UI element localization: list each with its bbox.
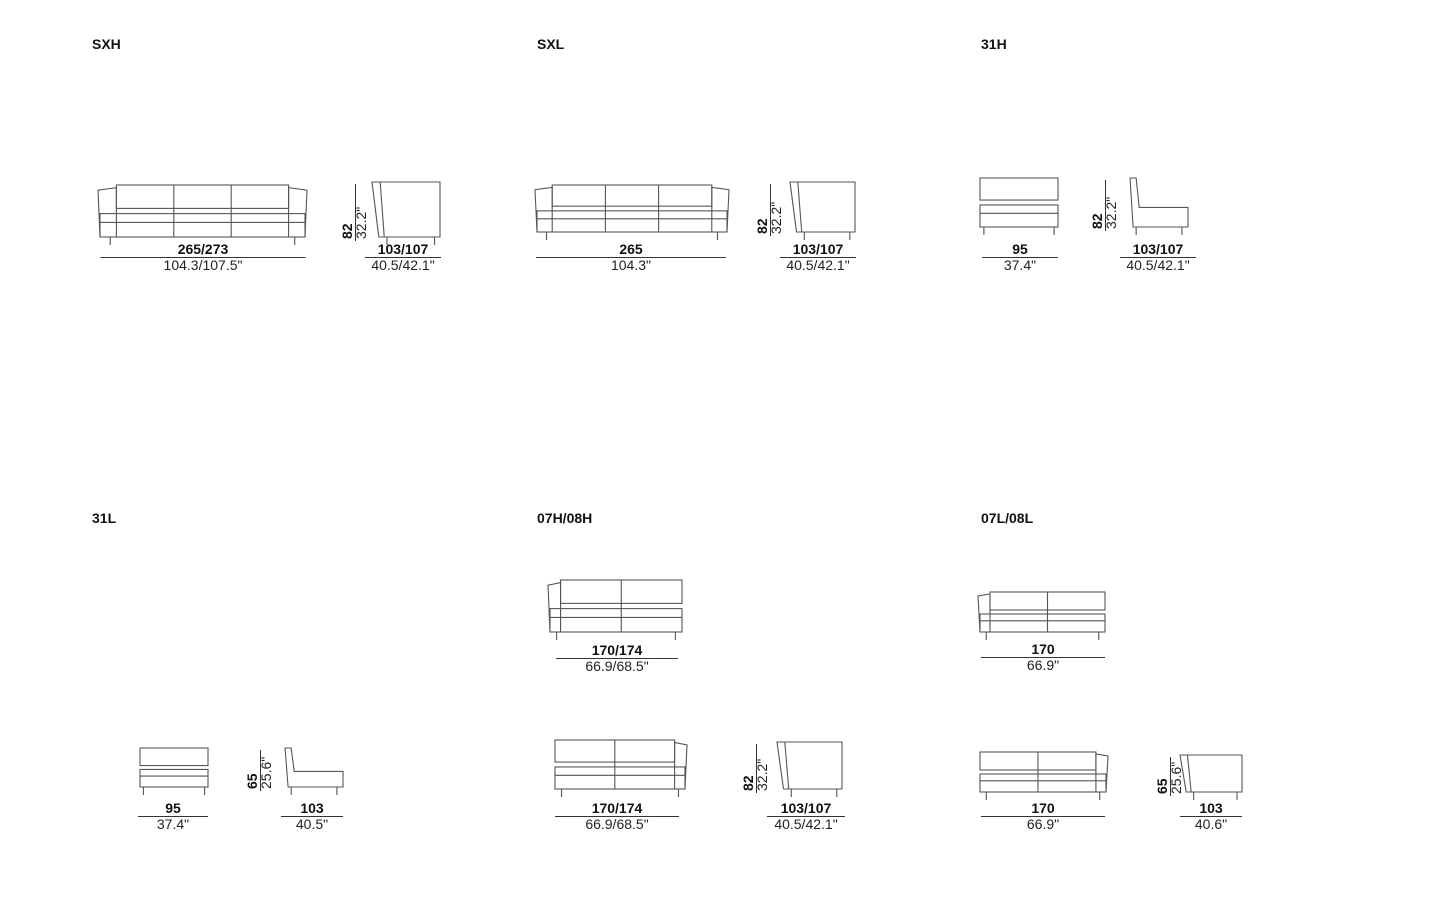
width-cm: 170 — [1031, 641, 1055, 657]
module-title: SXL — [537, 36, 565, 52]
width-inches: 40.6" — [1194, 816, 1228, 832]
chair-view-drawing — [139, 747, 209, 795]
width-inches: 66.9" — [1026, 816, 1060, 832]
dimension-line — [100, 257, 306, 258]
dimension-line — [556, 658, 678, 659]
dimension-line — [536, 257, 726, 258]
width-cm: 265 — [619, 241, 643, 257]
right-view-drawing — [979, 751, 1109, 800]
front-view-drawing — [534, 184, 730, 240]
width-inches: 104.3" — [610, 257, 651, 273]
dimension-line — [281, 816, 343, 817]
module-title: SXH — [92, 36, 121, 52]
side-view-drawing — [1179, 754, 1243, 800]
module-title: 07L/08L — [981, 510, 1034, 526]
chair-view-drawing — [979, 177, 1059, 235]
width-inches: 66.9/68.5" — [585, 658, 649, 674]
right-view-drawing — [554, 739, 688, 797]
dimension-line — [555, 816, 679, 817]
width-inches: 40.5" — [295, 816, 329, 832]
left-view-drawing — [547, 579, 683, 640]
width-cm: 103/107 — [792, 241, 844, 257]
height-inches: 25.6" — [1168, 761, 1184, 794]
width-cm: 103/107 — [377, 241, 429, 257]
dimension-line — [365, 257, 441, 258]
module-title: 31H — [981, 36, 1007, 52]
height-line — [1170, 757, 1171, 796]
width-cm: 265/273 — [177, 241, 229, 257]
height-line — [756, 744, 757, 793]
width-inches: 66.9" — [1026, 657, 1060, 673]
height-inches: 32.2" — [754, 758, 770, 791]
left-view-drawing — [977, 591, 1106, 640]
dimension-line — [767, 816, 845, 817]
height-line — [355, 184, 356, 241]
module-title: 07H/08H — [537, 510, 593, 526]
width-inches: 40.5/42.1" — [1126, 257, 1190, 273]
width-cm: 170/174 — [591, 642, 643, 658]
width-cm: 103/107 — [780, 800, 832, 816]
width-cm: 95 — [165, 800, 181, 816]
module-title: 31L — [92, 510, 117, 526]
width-cm: 95 — [1012, 241, 1028, 257]
side-view-drawing — [371, 181, 441, 245]
width-inches: 40.5/42.1" — [371, 257, 435, 273]
chairside-view-drawing — [284, 747, 344, 795]
width-inches: 37.4" — [156, 816, 190, 832]
side-view-drawing — [789, 181, 856, 240]
width-cm: 103 — [300, 800, 324, 816]
dimension-line — [981, 816, 1105, 817]
height-inches: 32.2" — [768, 201, 784, 234]
width-inches: 37.4" — [1003, 257, 1037, 273]
height-line — [1105, 180, 1106, 231]
width-inches: 40.5/42.1" — [786, 257, 850, 273]
side-view-drawing — [776, 741, 843, 797]
dimension-line — [982, 257, 1058, 258]
width-inches: 66.9/68.5" — [585, 816, 649, 832]
chairside-view-drawing — [1129, 177, 1189, 235]
height-line — [770, 184, 771, 236]
dimension-line — [780, 257, 856, 258]
width-cm: 103 — [1199, 800, 1223, 816]
width-cm: 170/174 — [591, 800, 643, 816]
dimension-line — [138, 816, 208, 817]
front-view-drawing — [97, 184, 308, 245]
dimension-line — [1180, 816, 1242, 817]
height-inches: 32.2" — [1103, 196, 1119, 229]
width-inches: 104.3/107.5" — [163, 257, 243, 273]
width-cm: 103/107 — [1132, 241, 1184, 257]
height-line — [260, 750, 261, 791]
height-inches: 32.2" — [353, 206, 369, 239]
width-cm: 170 — [1031, 800, 1055, 816]
dimension-line — [1120, 257, 1196, 258]
dimension-line — [981, 657, 1105, 658]
height-inches: 25.6" — [258, 756, 274, 789]
width-inches: 40.5/42.1" — [774, 816, 838, 832]
